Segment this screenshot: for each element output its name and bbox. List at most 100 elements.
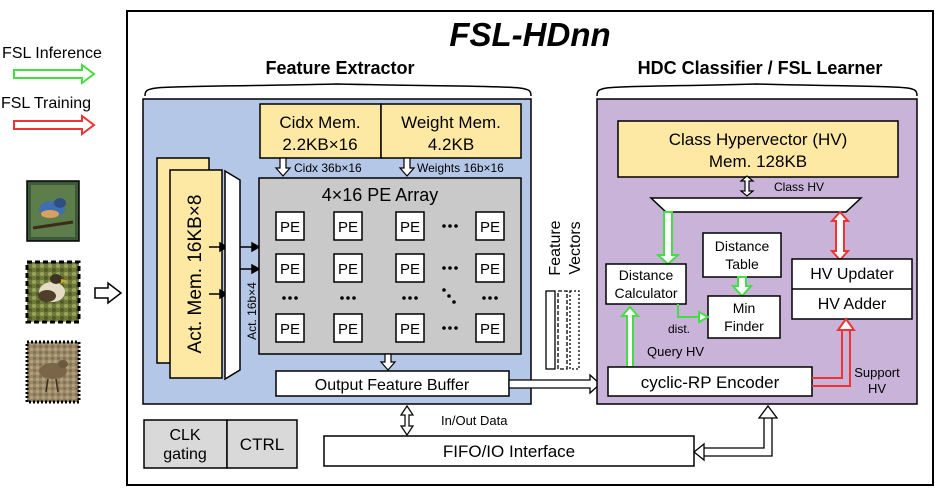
pe-cell-label: PE bbox=[400, 261, 420, 278]
pe-cell bbox=[395, 253, 425, 283]
weights-bus-label: Weights 16b×16 bbox=[417, 161, 504, 175]
fifo-io-interface bbox=[323, 435, 695, 467]
ellipsis-dot bbox=[414, 296, 418, 300]
pe-cell bbox=[395, 313, 425, 343]
hv-updater: HV Updater bbox=[810, 266, 894, 283]
feature-vector-stack bbox=[545, 290, 580, 370]
pe-cell-label: PE bbox=[280, 321, 300, 338]
inout-data-label: In/Out Data bbox=[441, 413, 508, 428]
diagonal-dot bbox=[442, 288, 446, 292]
class-hv-update-arrow bbox=[829, 210, 851, 262]
pe-cell-label: PE bbox=[480, 261, 500, 278]
act-mem-to-mux-arrows bbox=[209, 241, 229, 300]
pe-cell bbox=[275, 211, 305, 241]
feature-extractor-title: Feature Extractor bbox=[265, 58, 414, 78]
support-hv-line2: HV bbox=[868, 381, 886, 396]
class-hv-to-distance-arrow bbox=[655, 211, 681, 266]
ellipsis-dot bbox=[494, 296, 498, 300]
hdc-title: HDC Classifier / FSL Learner bbox=[638, 58, 883, 78]
distance-table-line1: Distance bbox=[715, 238, 770, 254]
diagonal-dot bbox=[447, 294, 451, 298]
ellipsis-dot bbox=[442, 326, 446, 330]
pe-cell-label: PE bbox=[338, 219, 358, 236]
distance-calculator-line2: Calculator bbox=[614, 285, 677, 301]
image-input-arrow bbox=[94, 281, 123, 305]
fifo-arrowhead-left bbox=[692, 442, 705, 462]
pe-cell-label: PE bbox=[400, 321, 420, 338]
legend-training-label: FSL Training bbox=[1, 95, 91, 112]
distance-calculator-line1: Distance bbox=[619, 267, 674, 283]
clk-gating-line1: CLK bbox=[169, 427, 200, 444]
distance-to-min-arrowhead bbox=[698, 310, 711, 324]
ellipsis-dot bbox=[454, 224, 458, 228]
input-image-1 bbox=[26, 180, 80, 242]
class-hv-mem-line2: Mem. 128KB bbox=[709, 152, 807, 171]
ellipsis-dot bbox=[488, 296, 492, 300]
pe-cell bbox=[333, 313, 363, 343]
pe-cell-label: PE bbox=[280, 261, 300, 278]
ellipsis-dot bbox=[402, 296, 406, 300]
act-bus-label: Act. 16b×4 bbox=[245, 282, 259, 340]
support-hv-arrowhead bbox=[836, 317, 856, 331]
min-finder bbox=[707, 295, 781, 339]
distance-table bbox=[702, 232, 782, 278]
hv-adder: HV Adder bbox=[818, 296, 887, 313]
ellipsis-dot bbox=[346, 296, 350, 300]
pe-cell-label: PE bbox=[338, 261, 358, 278]
input-image-2 bbox=[25, 260, 81, 324]
cidx-mem-line2: 2.2KB×16 bbox=[282, 135, 357, 154]
ellipsis-dot bbox=[294, 296, 298, 300]
pe-array-title: 4×16 PE Array bbox=[322, 185, 439, 205]
feature-vectors-line2: Vectors bbox=[567, 221, 584, 274]
class-hv-mem-line1: Class Hypervector (HV) bbox=[669, 130, 848, 149]
pe-cell bbox=[395, 211, 425, 241]
ellipsis-dot bbox=[454, 266, 458, 270]
ellipsis-dot bbox=[282, 296, 286, 300]
fifo-io-label: FIFO/IO Interface bbox=[443, 442, 575, 461]
cidx-mem-line1: Cidx Mem. bbox=[279, 113, 360, 132]
hdc-brace bbox=[596, 83, 918, 97]
pe-cell bbox=[333, 211, 363, 241]
dist-label: dist. bbox=[668, 322, 690, 336]
cyclic-rp-encoder-label: cyclic-RP Encoder bbox=[641, 373, 780, 392]
ellipsis-dot bbox=[482, 296, 486, 300]
class-hv-bus-arrow bbox=[739, 175, 755, 197]
chip-title: FSL-HDnn bbox=[449, 16, 610, 53]
support-hv-line1: Support bbox=[854, 365, 900, 380]
fifo-arrowhead-up bbox=[757, 404, 779, 419]
min-finder-line1: Min bbox=[733, 300, 756, 316]
class-hv-demux bbox=[649, 197, 863, 213]
ellipsis-dot bbox=[288, 296, 292, 300]
clk-gating bbox=[143, 419, 228, 469]
ellipsis-dot bbox=[442, 224, 446, 228]
diagonal-dot bbox=[452, 300, 456, 304]
distance-to-min-arrow bbox=[677, 304, 700, 318]
feature-vectors-line1: Feature bbox=[547, 220, 564, 275]
class-hv-mem bbox=[617, 120, 899, 178]
cyclic-rp-encoder bbox=[607, 366, 813, 397]
table-to-min-arrow bbox=[730, 276, 754, 298]
act-mux bbox=[224, 169, 241, 381]
ellipsis-dot bbox=[352, 296, 356, 300]
buffer-to-encoder-arrow bbox=[508, 373, 601, 395]
cidx-bus-label: Cidx 36b×16 bbox=[294, 161, 362, 175]
query-hv-arrow bbox=[619, 305, 641, 368]
ctrl-label: CTRL bbox=[240, 435, 284, 454]
ellipsis-dot bbox=[454, 326, 458, 330]
weight-mem-line2: 4.2KB bbox=[428, 135, 474, 154]
pe-cell bbox=[275, 313, 305, 343]
pe-cell-label: PE bbox=[480, 219, 500, 236]
pe-cell-label: PE bbox=[338, 321, 358, 338]
support-hv-arrow bbox=[812, 330, 851, 387]
cidx-mem bbox=[259, 103, 382, 159]
min-finder-line2: Finder bbox=[724, 318, 764, 334]
ctrl bbox=[226, 419, 298, 469]
query-hv-label: Query HV bbox=[647, 344, 704, 359]
clk-gating-line2: gating bbox=[163, 446, 207, 463]
pe-cell-label: PE bbox=[480, 321, 500, 338]
legend-inference-arrow bbox=[13, 63, 96, 85]
pe-to-buffer-arrow bbox=[379, 353, 397, 371]
ellipsis-dot bbox=[448, 224, 452, 228]
